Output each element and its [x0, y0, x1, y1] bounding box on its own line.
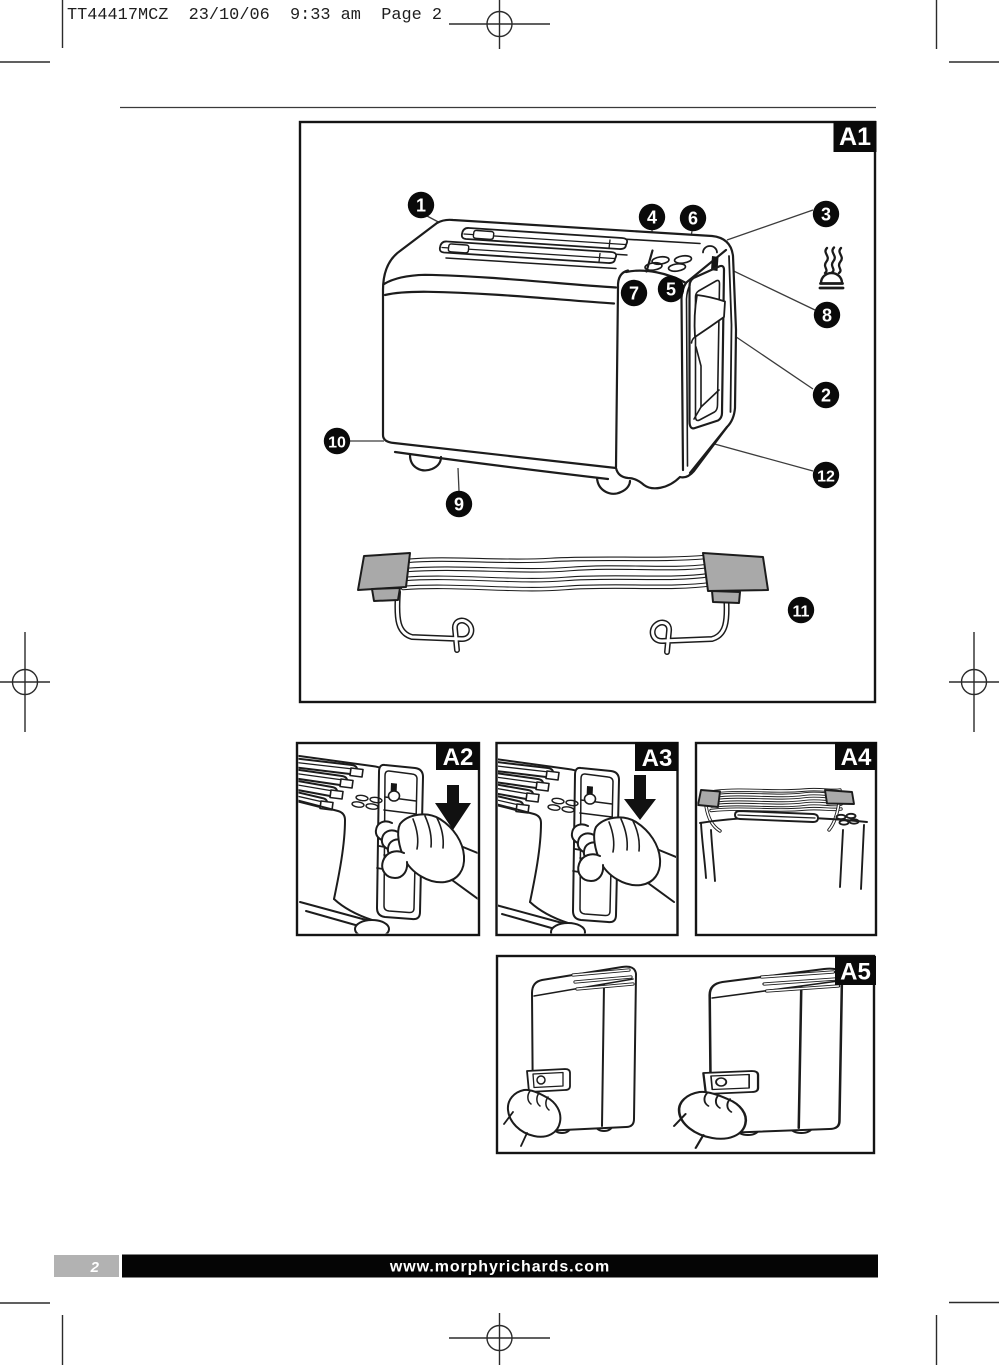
svg-text:4: 4 [647, 208, 657, 228]
svg-text:2: 2 [90, 1259, 100, 1276]
svg-text:TT44417MCZ 23/10/06 9:33 am: TT44417MCZ 23/10/06 9:33 am Page 2 [67, 6, 442, 25]
svg-text:3: 3 [821, 205, 831, 225]
svg-text:www.morphyrichards.com: www.morphyrichards.com [389, 1259, 610, 1276]
svg-text:1: 1 [416, 196, 426, 216]
svg-text:2: 2 [821, 386, 831, 406]
svg-text:8: 8 [822, 306, 832, 326]
svg-text:A4: A4 [841, 744, 872, 771]
svg-text:10: 10 [328, 435, 346, 452]
svg-text:A1: A1 [839, 123, 871, 151]
svg-text:12: 12 [817, 469, 835, 486]
svg-text:5: 5 [666, 280, 676, 300]
svg-text:A2: A2 [443, 744, 474, 771]
svg-text:7: 7 [629, 284, 639, 304]
svg-text:6: 6 [688, 209, 698, 229]
svg-text:A3: A3 [642, 745, 673, 772]
svg-text:11: 11 [793, 604, 810, 621]
svg-text:A5: A5 [840, 959, 871, 986]
svg-text:9: 9 [454, 495, 464, 515]
